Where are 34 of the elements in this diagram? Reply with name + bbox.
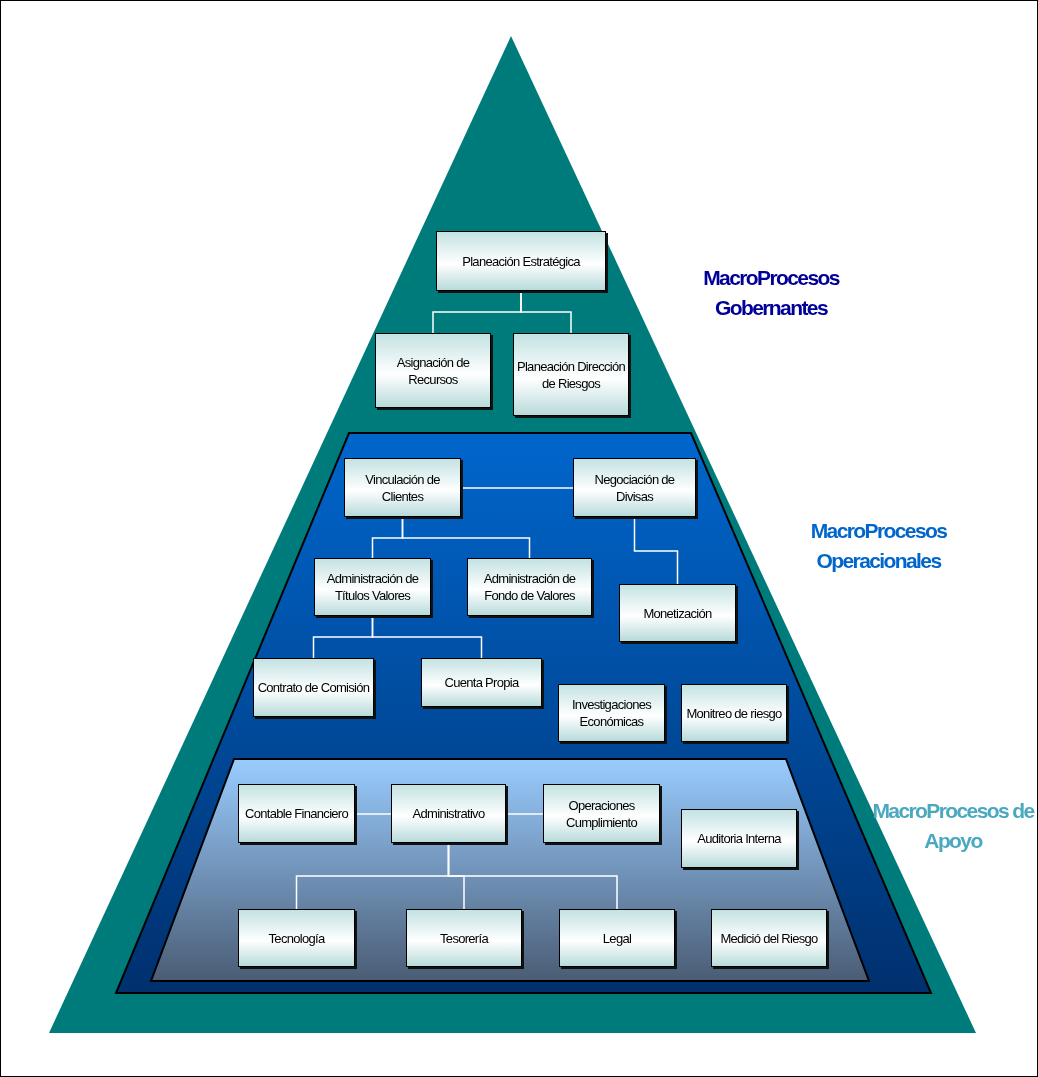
process-box: Tesorería xyxy=(406,909,522,967)
process-box: Contrato de Comisión xyxy=(253,658,374,717)
process-box: Monetización xyxy=(619,584,736,642)
connector-line xyxy=(460,487,574,489)
process-box: Asignación de Recursos xyxy=(375,333,491,408)
connector-line xyxy=(401,516,531,559)
connector-line xyxy=(371,615,483,659)
process-box: Contable Financiero xyxy=(238,784,355,843)
tier-heading: MacroProcesos Operacionales xyxy=(809,518,948,574)
process-box: Medició del Riesgo xyxy=(711,909,827,967)
process-box: Administración de Fondo de Valores xyxy=(467,558,592,616)
connector-line xyxy=(633,516,679,585)
process-box: Monitreo de riesgo xyxy=(681,684,787,742)
trapezoid-band xyxy=(116,433,1037,993)
process-box: Legal xyxy=(559,909,675,967)
pyramid-tier xyxy=(49,36,1037,1033)
tier-heading: MacroProcesos de Apoyo xyxy=(871,798,1036,854)
process-box: Cuenta Propia xyxy=(421,658,542,707)
process-box: Tecnología xyxy=(238,909,355,967)
process-box: Operaciones Cumplimiento xyxy=(543,784,660,843)
process-box: Administrativo xyxy=(391,784,506,843)
process-box: Planeación Dirección de Riesgos xyxy=(513,333,629,416)
process-box: Negociación de Divisas xyxy=(573,458,696,517)
process-box: Administración de Títulos Valores xyxy=(314,558,431,616)
tier-heading: MacroProcesos Gobernantes xyxy=(702,265,841,321)
connector-line xyxy=(354,813,392,815)
connector-line xyxy=(505,813,544,815)
process-box: Planeación Estratégica xyxy=(436,231,606,291)
trapezoid-band xyxy=(151,759,1037,981)
process-box: Auditoria Interna xyxy=(681,809,797,868)
process-box: Investigaciones Económicas xyxy=(558,684,665,742)
process-box: Vinculación de Clientes xyxy=(344,458,461,517)
connector-line xyxy=(447,842,618,910)
connector-line xyxy=(520,290,572,334)
